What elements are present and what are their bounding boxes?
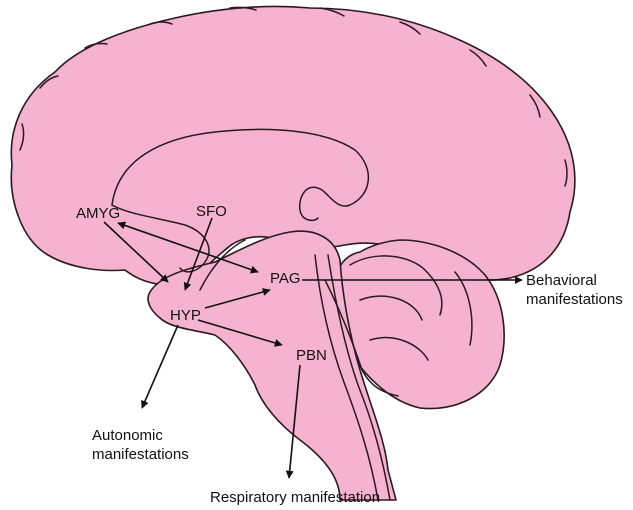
- arrow-amyg-hyp: [103, 221, 169, 283]
- cortex-gyri: [19, 6, 568, 187]
- brainstem-inner-line-2: [327, 254, 391, 501]
- label-sfo: SFO: [196, 203, 227, 220]
- brainstem-inner-line-1: [314, 254, 379, 501]
- arrow-hyp-autonomic: [141, 324, 179, 409]
- arrow-sfo-hyp: [183, 217, 213, 291]
- label-pag: PAG: [270, 270, 301, 287]
- label-behavioral-1: Behavioral: [526, 272, 597, 289]
- arrow-hyp-pbn: [197, 319, 283, 347]
- arrow-hyp-pag: [204, 288, 271, 309]
- label-respiratory: Respiratory manifestation: [210, 489, 380, 506]
- arrow-pbn-respiratory: [285, 364, 301, 479]
- label-pbn: PBN: [296, 347, 327, 364]
- label-autonomic-2: manifestations: [92, 446, 189, 463]
- label-hyp: HYP: [170, 307, 201, 324]
- corpus-callosum: [111, 128, 370, 222]
- cerebellum-folia: [349, 255, 473, 361]
- label-amyg: AMYG: [76, 205, 120, 222]
- fourth-ventricle: [324, 279, 399, 397]
- label-autonomic-1: Autonomic: [92, 427, 163, 444]
- label-behavioral-2: manifestations: [526, 291, 623, 308]
- arrow-amyg-pag: [117, 221, 259, 274]
